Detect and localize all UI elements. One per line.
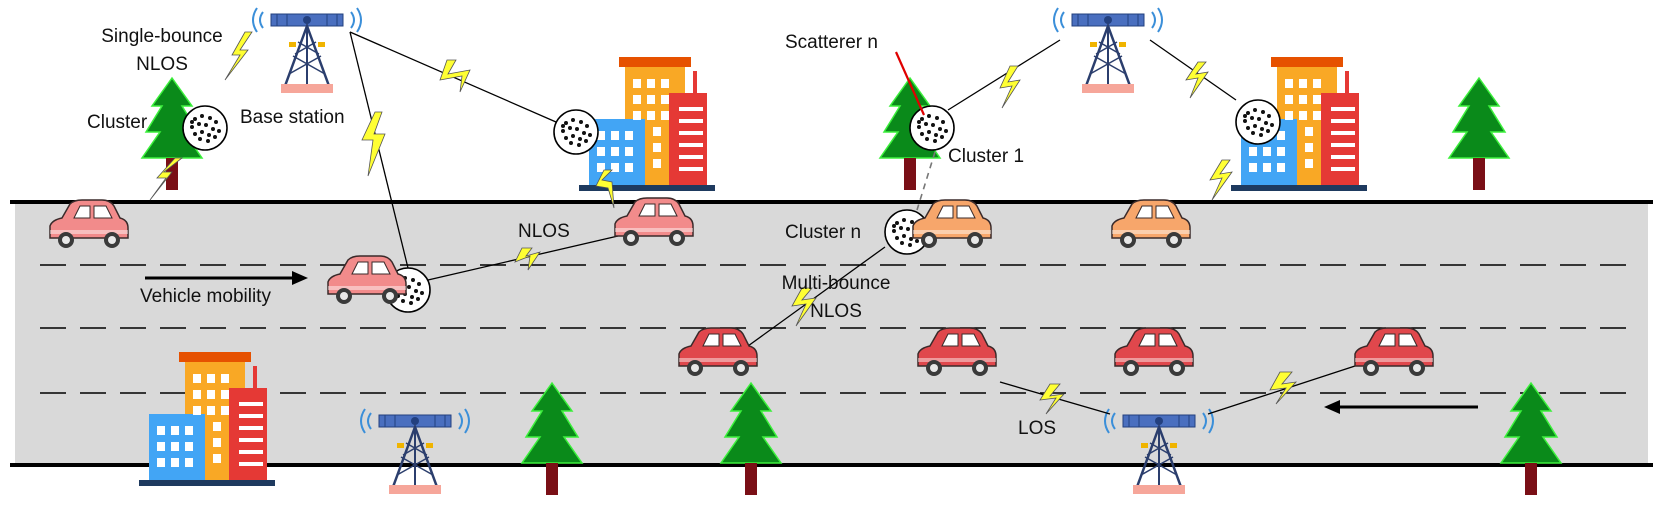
lightning-icon — [439, 59, 471, 93]
base-station-icon — [251, 6, 363, 95]
lightning-icon — [1209, 159, 1233, 201]
scatterer-n-label: Scatterer n — [785, 32, 878, 53]
cluster-icon — [182, 105, 228, 151]
nlos-label: NLOS — [518, 221, 570, 242]
lightning-icon — [514, 247, 541, 271]
arrow-right-icon — [145, 271, 308, 285]
cluster-icon — [553, 109, 599, 155]
vehicle-mobility-label: Vehicle mobility — [140, 286, 271, 307]
cluster-1-label: Cluster 1 — [948, 146, 1024, 167]
building-icon — [579, 57, 715, 191]
tree-icon — [1448, 77, 1510, 191]
base-station-icon — [1052, 6, 1164, 95]
lane-markings — [40, 264, 1630, 394]
multi-bounce-label-line2: NLOS — [810, 301, 862, 322]
single-bounce-label-line2: NLOS — [136, 54, 188, 75]
single-bounce-label-line1: Single-bounce — [101, 26, 222, 47]
arrow-left-icon — [1324, 400, 1478, 414]
lightning-icon — [595, 169, 615, 209]
lightning-bolts — [149, 31, 1298, 415]
scatterer-pointer — [894, 51, 926, 116]
cluster-icon — [909, 105, 955, 151]
lightning-icon — [224, 31, 253, 81]
los-label: LOS — [1018, 418, 1056, 439]
cluster-label: Cluster — [87, 112, 148, 133]
lightning-icon — [1039, 383, 1066, 415]
cluster-icon — [1235, 99, 1281, 145]
cluster-n-label: Cluster n — [785, 222, 861, 243]
lightning-icon — [1185, 61, 1209, 99]
lightning-icon — [791, 287, 817, 327]
lightning-icon — [361, 111, 386, 177]
multi-bounce-label-line1: Multi-bounce — [782, 273, 891, 294]
lightning-icon — [1269, 371, 1298, 405]
lightning-icon — [999, 65, 1021, 109]
base-station-label: Base station — [240, 107, 345, 128]
lightning-icon — [149, 157, 184, 201]
